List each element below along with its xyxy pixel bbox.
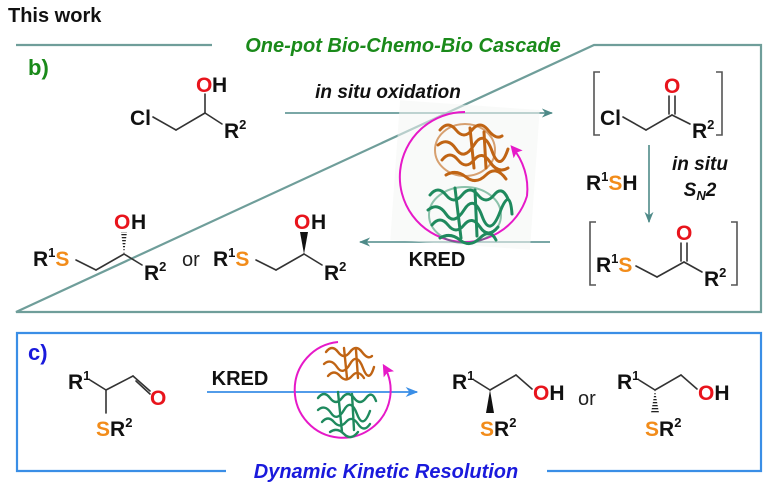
atom-o: O <box>114 211 130 234</box>
atom-h: H <box>311 211 326 234</box>
panel-c-title: Dynamic Kinetic Resolution <box>254 461 519 483</box>
atom-sr2: SR2 <box>480 415 516 441</box>
product-c-hashed-alcohol: R1 OH SR2 <box>617 368 730 441</box>
wedge-bond <box>486 390 494 413</box>
panel-b-title: One-pot Bio-Chemo-Bio Cascade <box>245 35 561 57</box>
hashed-bond <box>651 390 659 413</box>
atom-r2: R2 <box>324 259 346 285</box>
substrate-chlorohydrin: Cl O H R2 <box>130 74 246 143</box>
protein-domain-bottom <box>316 390 378 439</box>
hashed-bond <box>121 232 127 254</box>
atom-o: O <box>676 222 692 245</box>
reagent-thiol: R1SH <box>586 169 638 195</box>
atom-r2: R2 <box>144 259 166 285</box>
intermediate-thioketone: R1S O R2 <box>589 221 738 291</box>
panel-c-border <box>15 331 763 473</box>
atom-oh: OH <box>533 382 565 405</box>
product-b-hashed-alcohol: R1S O H R2 <box>33 211 166 285</box>
condition-kred: KRED <box>212 368 269 390</box>
cycle-arrow-left <box>398 110 528 243</box>
wedge-bond <box>300 232 308 254</box>
atom-r2: R2 <box>224 117 246 143</box>
or-text: or <box>182 249 200 271</box>
heading: This work <box>8 5 102 27</box>
atom-o: O <box>664 75 680 98</box>
product-c-wedge-alcohol: R1 OH SR2 <box>452 368 565 441</box>
panel-b: One-pot Bio-Chemo-Bio Cascade b) Cl O H … <box>15 35 763 314</box>
atom-sr2: SR2 <box>96 415 132 441</box>
protein-domain-bottom <box>426 186 514 245</box>
cycle-arrow-right <box>382 363 395 399</box>
atom-r1: R1 <box>68 368 90 394</box>
atom-r2: R2 <box>692 117 714 143</box>
condition-in-situ: in situ <box>672 154 728 175</box>
cycle-arrow-left <box>293 341 391 439</box>
atom-r1s: R1S <box>213 245 249 271</box>
condition-kred: KRED <box>409 249 466 271</box>
atom-cl: Cl <box>600 107 621 130</box>
atom-cl: Cl <box>130 107 151 130</box>
atom-r2: R2 <box>704 265 726 291</box>
atom-o: O <box>196 74 212 97</box>
enzyme-cycle-icon <box>390 100 540 250</box>
protein-domain-top <box>322 346 376 381</box>
atom-o: O <box>150 387 166 410</box>
atom-r1s: R1S <box>33 245 69 271</box>
condition-sn2: SN2 <box>684 180 717 203</box>
atom-r1: R1 <box>617 368 639 394</box>
product-b-wedge-alcohol: R1S O H R2 <box>213 211 346 285</box>
panel-c-label: c) <box>28 340 48 365</box>
atom-h: H <box>131 211 146 234</box>
panel-c: Dynamic Kinetic Resolution c) R1 O SR2 K… <box>15 331 763 483</box>
atom-oh: OH <box>698 382 730 405</box>
cycle-arrow-right <box>510 145 529 197</box>
atom-r1: R1 <box>452 368 474 394</box>
atom-h: H <box>212 74 227 97</box>
panel-b-border <box>15 43 763 314</box>
enzyme-cycle-icon <box>293 341 395 439</box>
substrate-thioaldehyde: R1 O SR2 <box>68 368 166 441</box>
protein-domain-top <box>434 123 510 182</box>
condition-in-situ-oxidation: in situ oxidation <box>315 82 461 103</box>
or-text: or <box>578 388 596 410</box>
atom-r1s: R1S <box>596 251 632 277</box>
intermediate-chloroketone: Cl O R2 <box>593 71 723 143</box>
atom-o: O <box>294 211 310 234</box>
panel-b-label: b) <box>28 55 49 80</box>
atom-sr2: SR2 <box>645 415 681 441</box>
